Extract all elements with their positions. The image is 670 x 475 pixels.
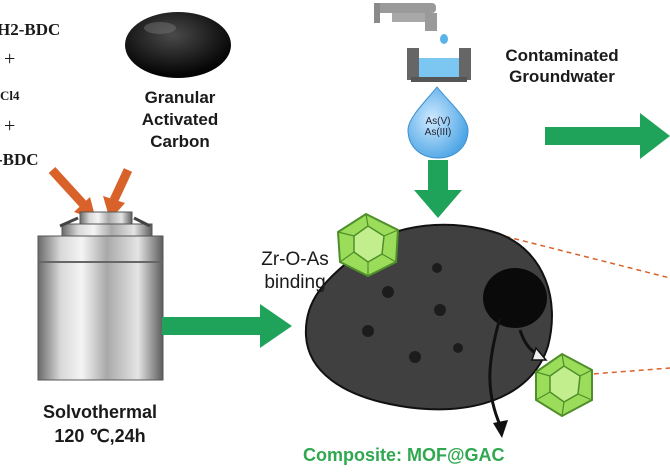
arsenic-label: As(V) As(III) xyxy=(412,116,464,138)
green-arrow-right-icon xyxy=(162,304,292,348)
arsenic-species: As(V) xyxy=(425,116,451,127)
gac-label: Granular Activated Carbon xyxy=(120,87,240,153)
zoom-line xyxy=(487,231,670,279)
water-drop-icon xyxy=(407,86,469,159)
large-pore xyxy=(483,268,547,328)
water-label-line: Contaminated xyxy=(505,46,619,65)
reagent-1: H2-BDC xyxy=(0,20,61,39)
gac-pellet xyxy=(125,12,231,78)
reactor-label-line: 120 ℃,24h xyxy=(54,426,146,446)
pore xyxy=(432,263,442,273)
green-arrow-next-icon xyxy=(545,113,670,159)
autoclave-reactor xyxy=(37,211,164,381)
binding-label-line: binding xyxy=(264,272,326,293)
pore xyxy=(434,304,446,316)
green-arrow-down-icon xyxy=(414,160,462,218)
reactor-label: Solvothermal 120 ℃,24h xyxy=(10,400,190,448)
gac-label-line: Carbon xyxy=(150,132,210,151)
binding-label: Zr-O-As binding xyxy=(240,248,350,294)
pore xyxy=(453,343,463,353)
reagent-2: Cl4 xyxy=(0,88,20,103)
reagent-3: -BDC xyxy=(0,150,39,169)
pore xyxy=(362,325,374,337)
faucet-icon xyxy=(374,3,448,44)
plus-sign: + xyxy=(4,115,16,137)
reactor-label-line: Solvothermal xyxy=(42,402,158,422)
water-label-line: Groundwater xyxy=(509,67,615,86)
beaker-icon xyxy=(407,48,471,82)
arsenic-species: As(III) xyxy=(424,127,452,138)
plus-sign: + xyxy=(4,48,16,70)
composite-label: Composite: MOF@GAC xyxy=(303,445,505,465)
water-label: Contaminated Groundwater xyxy=(478,45,646,87)
pore xyxy=(382,286,394,298)
binding-label-line: Zr-O-As xyxy=(261,249,329,270)
mof-crystal-icon xyxy=(535,352,593,418)
gac-label-line: Activated xyxy=(141,110,219,129)
pore xyxy=(409,351,421,363)
gac-label-line: Granular xyxy=(144,88,216,107)
mof-crystal-icon xyxy=(336,212,400,278)
